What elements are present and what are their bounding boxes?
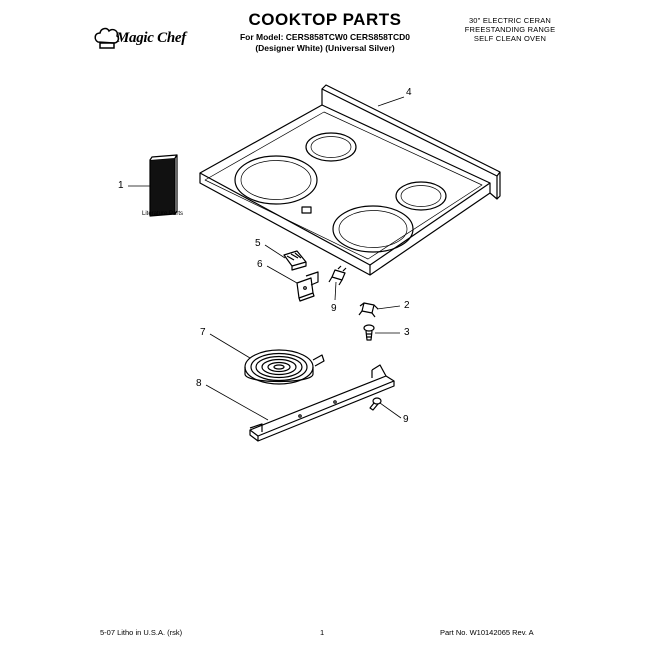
callout-9-lower: 9: [403, 414, 409, 425]
callout-1: 1: [118, 180, 124, 191]
footer-page-number: 1: [320, 628, 325, 637]
model-info: For Model: CERS858TCW0 CERS858TCD0 (Desi…: [200, 32, 450, 54]
leader-4: [377, 96, 405, 107]
callout-6: 6: [257, 259, 263, 270]
leader-5: [264, 244, 286, 259]
callout-4: 4: [406, 87, 412, 98]
burner-rear-right: [395, 181, 447, 211]
leader-9-lower: [379, 402, 402, 419]
leader-8: [205, 384, 269, 421]
chef-hat-icon: [94, 27, 120, 49]
brand-name: Magic Chef: [116, 30, 186, 46]
spec-line-1: 30" ELECTRIC CERAN: [468, 16, 552, 25]
support-rail: [249, 364, 395, 442]
footer-part-number: Part No. W10142065 Rev. A: [440, 628, 534, 637]
callout-7: 7: [200, 327, 206, 338]
burner-large-front-left: [234, 155, 318, 205]
surface-element: [244, 349, 325, 385]
leader-7: [209, 333, 251, 359]
spec-line-3: SELF CLEAN OVEN: [473, 34, 547, 43]
spec-line-2: FREESTANDING RANGE: [464, 25, 556, 34]
burner-rear-left: [305, 132, 357, 162]
burner-large-front-right: [332, 205, 414, 253]
callout-3: 3: [404, 327, 410, 338]
spring-clip: [358, 302, 379, 318]
screw-lower: [369, 397, 382, 411]
callout-9-upper: 9: [331, 303, 337, 314]
brand-logo: Magic Chef: [92, 18, 202, 62]
variants-line: (Designer White) (Universal Silver): [255, 43, 395, 53]
screw-upper: [328, 265, 347, 286]
cooktop-top: [199, 84, 501, 276]
footer-print-info: 5-07 Litho in U.S.A. (rsk): [100, 628, 183, 637]
leader-9-upper: [334, 281, 337, 301]
screw-small: [363, 324, 375, 341]
model-line: For Model: CERS858TCW0 CERS858TCD0: [239, 32, 411, 42]
callout-8: 8: [196, 378, 202, 389]
bracket-clip: [283, 250, 307, 271]
mounting-bracket: [296, 271, 319, 302]
literature-caption: Literature Parts: [142, 211, 184, 217]
leader-6: [266, 265, 298, 284]
callout-2: 2: [404, 300, 410, 311]
range-spec: 30" ELECTRIC CERAN FREESTANDING RANGE SE…: [440, 16, 580, 43]
page-title: COOKTOP PARTS: [248, 10, 402, 29]
literature-parts: [149, 154, 178, 217]
callout-5: 5: [255, 238, 261, 249]
indicator-light: [301, 206, 312, 214]
leader-2: [376, 305, 401, 310]
